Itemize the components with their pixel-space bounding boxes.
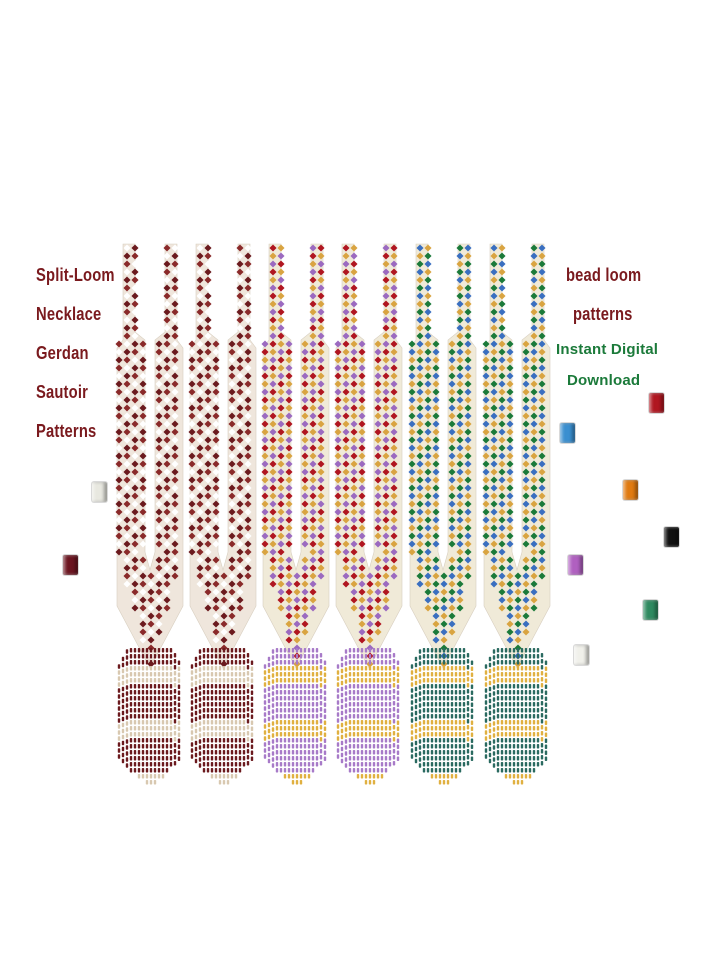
label-gerdan: Gerdan: [36, 343, 89, 363]
label-necklace: Necklace: [36, 304, 102, 324]
necklace-maroon-1: [115, 243, 184, 785]
necklace-green-1: [408, 243, 477, 785]
green-bead-swatch: [643, 600, 658, 620]
label-instant-digital: Instant Digital: [556, 341, 659, 358]
blue-bead-swatch: [560, 423, 575, 443]
label-sautoir: Sautoir: [36, 382, 89, 402]
label-bead-loom: bead loom: [566, 265, 642, 285]
maroon-bead-swatch: [63, 555, 78, 575]
red-bead-swatch: [649, 393, 664, 413]
white-bead-swatch: [92, 482, 107, 502]
necklace-purple-2: [334, 243, 403, 785]
black-bead-swatch: [664, 527, 679, 547]
necklace-maroon-2: [188, 243, 257, 785]
necklace-purple-1: [261, 243, 330, 785]
label-patterns: Patterns: [36, 421, 97, 441]
label-split-loom: Split-Loom: [36, 265, 115, 285]
necklace-green-2: [482, 243, 551, 785]
label-right-patterns: patterns: [573, 304, 633, 324]
label-download: Download: [567, 372, 641, 389]
orange-bead-swatch: [623, 480, 638, 500]
purple-bead-swatch: [568, 555, 583, 575]
cream-bead-swatch: [574, 645, 589, 665]
